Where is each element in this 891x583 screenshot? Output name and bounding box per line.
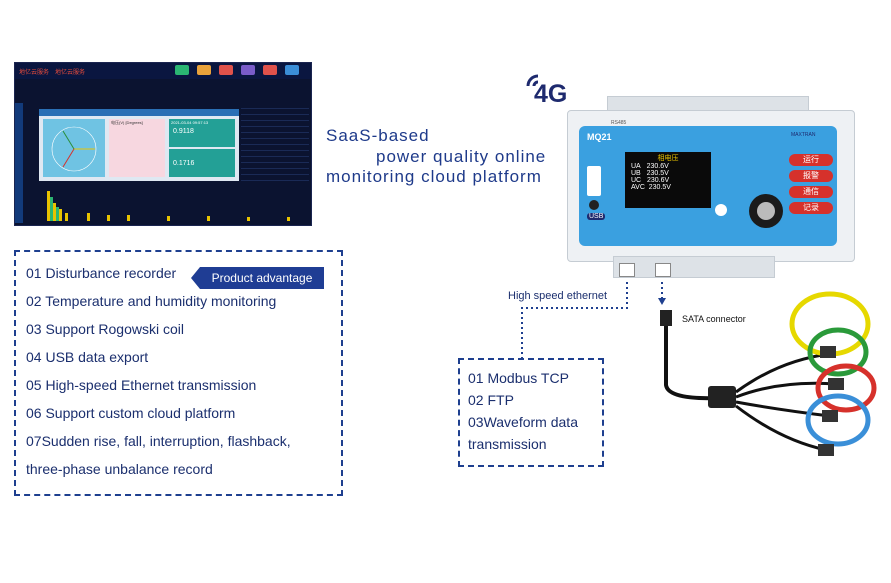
software-left-nav bbox=[15, 103, 23, 223]
software-panel: 电压(V) [Degrees] 2021-03-04 09:57:13 0.91… bbox=[39, 109, 239, 181]
network-badge: 4G bbox=[534, 80, 568, 108]
menu-run[interactable]: 运行 bbox=[789, 154, 833, 166]
signal-icon bbox=[526, 74, 539, 87]
software-panel-header bbox=[39, 109, 239, 116]
ethernet-label: High speed ethernet bbox=[508, 290, 608, 302]
usb-port[interactable] bbox=[587, 166, 601, 196]
reading-value: 230.6V bbox=[646, 163, 669, 170]
software-panel-title: 电压(V) [Degrees] bbox=[111, 120, 143, 125]
device-bottom-terminals bbox=[613, 256, 775, 278]
reading-value: 230.6V bbox=[646, 177, 670, 184]
sata-port[interactable] bbox=[655, 263, 671, 277]
software-card-1: 2021-03-04 09:57:13 0.9118 bbox=[169, 119, 235, 147]
software-card-1-value: 0.9118 bbox=[173, 128, 194, 135]
reading-label: UC bbox=[631, 177, 642, 184]
rs485-label: RS485 bbox=[611, 120, 627, 126]
advantage-item: 06 Support custom cloud platform bbox=[26, 405, 236, 421]
software-nav-icon bbox=[285, 65, 299, 75]
protocol-item: 03Waveform data bbox=[468, 414, 578, 430]
usb-button[interactable] bbox=[589, 200, 599, 210]
headline-line-2: power quality online bbox=[376, 147, 547, 166]
device-brand: MAXTRAN bbox=[791, 132, 816, 138]
software-timestamp: 2021-03-04 09:57:13 bbox=[171, 120, 209, 125]
knob-center bbox=[757, 202, 775, 220]
sata-label: SATA connector bbox=[682, 314, 746, 324]
software-logo-secondary: 地亿云服务 bbox=[55, 70, 86, 76]
mq21-device: MQ21 MAXTRAN USB 相电压 UA 230.6V UB 230.5V… bbox=[567, 96, 855, 281]
advantage-item: 02 Temperature and humidity monitoring bbox=[26, 293, 277, 309]
advantage-item: three-phase unbalance record bbox=[26, 461, 213, 477]
advantage-item: 01 Disturbance recorder bbox=[26, 265, 177, 281]
software-card-2-value: 0.1716 bbox=[173, 160, 195, 167]
software-data-table: 电压(V) [Degrees] bbox=[109, 119, 165, 177]
reading-value: 230.5V bbox=[646, 170, 669, 177]
software-card-2: 0.1716 bbox=[169, 149, 235, 177]
advantage-item: 07Sudden rise, fall, interruption, flash… bbox=[26, 433, 291, 449]
back-icon[interactable] bbox=[715, 204, 727, 216]
software-logo: 地亿云服务 bbox=[19, 70, 50, 76]
display-title: 相电压 bbox=[657, 155, 679, 162]
headline-line-3: monitoring cloud platform bbox=[326, 167, 542, 186]
software-nav-icon bbox=[219, 65, 233, 75]
reading-label: AVC bbox=[631, 184, 645, 191]
advantage-item: 03 Support Rogowski coil bbox=[26, 321, 184, 337]
software-nav-icon bbox=[241, 65, 255, 75]
product-advantage-badge: Product advantage bbox=[191, 267, 324, 289]
usb-label: USB bbox=[587, 213, 606, 220]
protocol-item: 02 FTP bbox=[468, 392, 514, 408]
ethernet-port[interactable] bbox=[619, 263, 635, 277]
software-bar-chart bbox=[37, 183, 307, 223]
protocols-box: 01 Modbus TCP 02 FTP 03Waveform data tra… bbox=[458, 358, 604, 467]
protocol-item: 01 Modbus TCP bbox=[468, 370, 569, 386]
device-model: MQ21 bbox=[587, 132, 612, 142]
menu-communication[interactable]: 通信 bbox=[789, 186, 833, 198]
software-nav-icon bbox=[175, 65, 189, 75]
protocol-item: transmission bbox=[468, 436, 547, 452]
software-screenshot: 地亿云服务 地亿云服务 电压(V) [Degrees] 2021-03-04 0… bbox=[14, 62, 312, 226]
software-nav-icon bbox=[197, 65, 211, 75]
reading-label: UA bbox=[631, 163, 641, 170]
software-top-bar bbox=[15, 63, 311, 79]
reading-label: UB bbox=[631, 170, 641, 177]
software-data-grid bbox=[241, 103, 309, 183]
phasor-diagram bbox=[43, 119, 105, 177]
headline-line-1: SaaS-based bbox=[326, 126, 430, 145]
advantage-item: 04 USB data export bbox=[26, 349, 149, 365]
phasor-icon bbox=[51, 126, 97, 172]
advantages-box: 01 Disturbance recorder 02 Temperature a… bbox=[14, 250, 343, 496]
reading-value: 230.5V bbox=[648, 184, 671, 191]
menu-record[interactable]: 记录 bbox=[789, 202, 833, 214]
advantage-item: 05 High-speed Ethernet transmission bbox=[26, 377, 257, 393]
menu-alarm[interactable]: 报警 bbox=[789, 170, 833, 182]
device-display: 相电压 UA 230.6V UB 230.5V UC 230.6V AVC 23… bbox=[625, 152, 711, 208]
software-nav-icon bbox=[263, 65, 277, 75]
device-face: MQ21 MAXTRAN USB 相电压 UA 230.6V UB 230.5V… bbox=[579, 126, 837, 246]
